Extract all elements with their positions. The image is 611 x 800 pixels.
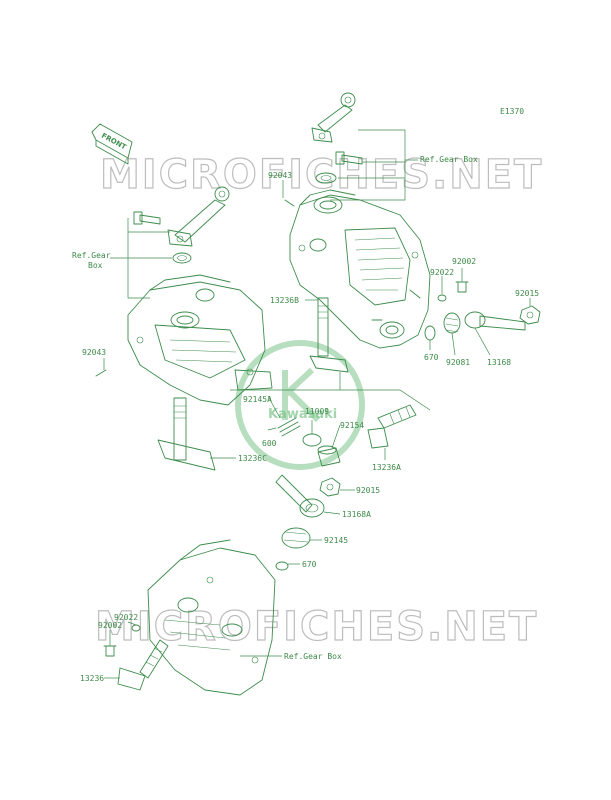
leader-lines	[103, 129, 531, 679]
brand-logo-watermark: Kawasaki	[235, 340, 365, 470]
label-13236B: 13236B	[270, 296, 299, 305]
washer-92022-top	[437, 294, 447, 302]
shift-arm-left	[167, 186, 230, 247]
label-92022-bottom: 92022	[114, 613, 138, 622]
watermark-bottom: MICROFICHES.NET	[95, 604, 538, 650]
label-92154: 92154	[340, 421, 364, 430]
shaft-13236A	[367, 404, 417, 449]
bottom-housing	[147, 539, 276, 696]
label-13168: 13168	[487, 358, 511, 367]
label-92002-bottom: 92002	[98, 621, 122, 630]
label-92015-top: 92015	[515, 289, 539, 298]
pin-92043-top	[284, 199, 295, 207]
watermark-top: MICROFICHES.NET	[100, 152, 543, 198]
washer-11009	[302, 433, 322, 447]
label-92145: 92145	[324, 536, 348, 545]
label-13236C: 13236C	[238, 454, 267, 463]
washer-left	[172, 252, 192, 264]
label-13236A: 13236A	[372, 463, 401, 472]
label-13236: 13236	[80, 674, 104, 683]
arm-13168	[464, 311, 526, 331]
left-housing	[127, 274, 273, 406]
arm-13168A	[275, 474, 325, 518]
shaft-13236	[117, 639, 169, 691]
shaft-13236B	[309, 297, 349, 373]
label-92145A: 92145A	[243, 395, 272, 404]
shaft-13236C	[157, 397, 216, 471]
diagram-id: E1370	[500, 107, 524, 116]
label-ref-gear-box-bottom: Ref.Gear Box	[284, 652, 342, 661]
bolt-left	[133, 211, 161, 225]
label-92043-left: 92043	[82, 348, 106, 357]
shift-arm-top	[311, 92, 356, 143]
nut-92015-top	[519, 305, 541, 325]
label-670-top: 670	[424, 353, 439, 362]
ring-670-top	[424, 325, 436, 341]
upper-right-housing	[289, 189, 431, 349]
spring-92145	[281, 527, 311, 549]
label-11009: 11009	[305, 407, 329, 416]
bolt-top	[335, 151, 363, 165]
label-92081: 92081	[446, 358, 470, 367]
pin-92043-left	[95, 369, 107, 377]
nut-92015-mid	[319, 477, 341, 497]
front-label: FRONT	[100, 132, 128, 152]
brand-logo-text: Kawasaki	[268, 407, 337, 422]
label-670-mid: 670	[302, 560, 317, 569]
label-ref-gear-box-top: Ref.Gear Box	[420, 155, 478, 164]
label-13168A: 13168A	[342, 510, 371, 519]
label-ref-gear-box-left-1: Ref.Gear	[72, 251, 111, 260]
part-labels: Ref.Gear Box 92043 Ref.Gear Box 92043 13…	[72, 155, 539, 683]
bolt-92002-top	[455, 281, 469, 293]
label-92022-top: 92022	[430, 268, 454, 277]
plug-92154	[317, 445, 341, 467]
spring-92081	[443, 312, 461, 334]
ring-670-mid	[275, 561, 289, 571]
washer-top	[315, 172, 337, 184]
label-92015-mid: 92015	[356, 486, 380, 495]
spring-600	[277, 417, 301, 437]
label-92043-top: 92043	[268, 171, 292, 180]
label-600: 600	[262, 439, 277, 448]
label-92002-top: 92002	[452, 257, 476, 266]
label-ref-gear-box-left-2: Box	[88, 261, 103, 270]
